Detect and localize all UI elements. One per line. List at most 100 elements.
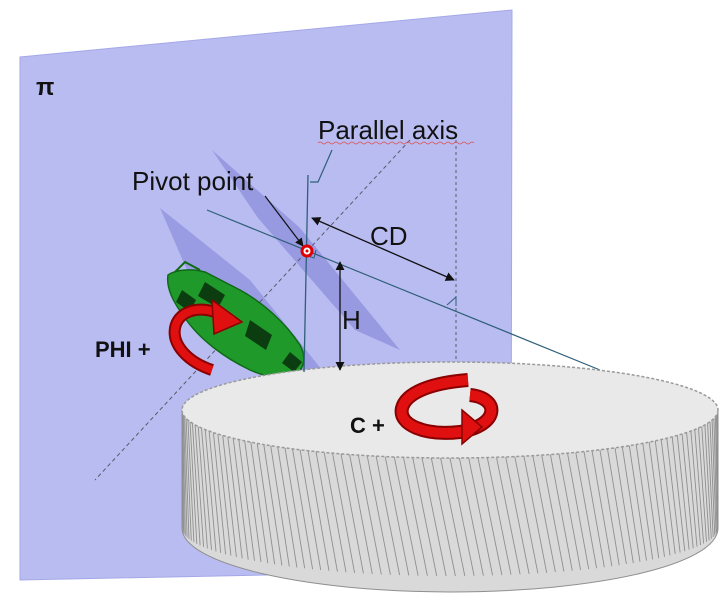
gear-tooth-line (250, 442, 269, 564)
gear-tooth-line (575, 452, 598, 569)
gear-tooth-line (642, 443, 660, 559)
gear-tooth-line (421, 457, 447, 577)
gear-tooth-line (654, 440, 671, 556)
gear-tooth-line (263, 444, 283, 566)
gear-tooth-line (558, 453, 582, 570)
gear-tooth-line (505, 456, 530, 574)
gear-top-face (181, 361, 719, 459)
gear-tooth-line (496, 457, 521, 575)
gear-tooth-line (232, 438, 249, 560)
gear-tooth-line (614, 447, 634, 564)
cd-dimension-arrow (311, 217, 455, 281)
gear-tooth-line (393, 456, 419, 576)
gear-tooth-line (191, 423, 201, 546)
gear-tooth-line (440, 457, 466, 576)
gear-tooth-line (686, 432, 698, 547)
gear-tooth-line (583, 451, 605, 568)
gear-tooth-line (523, 456, 548, 573)
pivot-point-label: Pivot point (132, 166, 254, 196)
gear-tooth-line (676, 435, 690, 550)
parallel-axis-label: Parallel axis (318, 115, 458, 145)
gear-tooth-line (277, 446, 298, 568)
gear-tooth-line (340, 453, 364, 574)
gear-tooth-line (375, 456, 401, 576)
c-rotation-arrow (394, 373, 499, 446)
gear-tooth-line (403, 457, 428, 576)
phi-rotation-arrow (168, 298, 244, 376)
gear-tooth-line (222, 435, 237, 558)
gear-tooth-line (366, 455, 391, 575)
gear-tooth-line (567, 453, 590, 570)
spellcheck-underline (317, 141, 475, 145)
gear-tooth-line (307, 450, 330, 571)
gear-tooth-line (244, 440, 262, 563)
gear-tooth-line (227, 436, 243, 559)
gear-tooth-line (458, 457, 484, 576)
gear-tooth-line (607, 448, 627, 565)
gear-tooth-line (468, 457, 494, 576)
gear-tooth-line (648, 442, 665, 557)
gear-tooth-line (208, 430, 222, 553)
gear-tooth-line (713, 418, 718, 533)
gear-tooth-line (185, 418, 192, 541)
h-label: H (342, 305, 361, 335)
gear-tooth-line (201, 427, 212, 550)
gear-tooth-line (621, 446, 641, 562)
helical-gear (181, 361, 719, 593)
right-angle-marker-far (446, 295, 457, 306)
gear-tooth-line (591, 450, 613, 567)
gear-tooth-line (698, 427, 707, 542)
gear-tooth-line (187, 419, 195, 543)
gear-tooth-line (182, 413, 186, 536)
phi-label: PHI + (95, 337, 151, 362)
gear-tooth-line (599, 449, 620, 566)
gear-tooth-line (204, 429, 217, 552)
plane-label: π (36, 74, 54, 101)
gear-tooth-line (532, 455, 556, 573)
gear-tooth-line (704, 424, 712, 539)
gear-tooth-line (189, 421, 198, 544)
gear-tooth-line (412, 457, 438, 576)
gear-tooth-line (430, 457, 456, 577)
gear-tooth-line (270, 445, 290, 567)
gear-tooth-line (183, 414, 188, 538)
gear-tooth-line (666, 438, 681, 553)
gear-tooth-line (486, 457, 512, 575)
gear-tooth-line (256, 443, 276, 565)
gear-tooth-line (714, 416, 719, 531)
gear-tooth-line (212, 432, 227, 555)
gear-tooth-line (628, 445, 647, 561)
gear-tooth-line (681, 433, 694, 549)
parallel-axis-leader (310, 149, 333, 183)
pivot-leader (264, 195, 304, 247)
reference-axis-line (206, 209, 601, 371)
gear-tooth-line (709, 421, 716, 536)
gear-tooth-line (197, 426, 208, 549)
gear-tooth-line (238, 439, 255, 561)
gear-tooth-line (284, 447, 306, 569)
gear-tooth-line (514, 456, 539, 574)
gear-tooth-line (292, 448, 314, 570)
gear-tooth-line (315, 451, 338, 572)
tool-axis-line (303, 174, 309, 373)
gear-tooth-line (357, 455, 382, 575)
gear-tooth-line (690, 430, 701, 546)
gear-tooth-line (299, 449, 322, 571)
gear-tooth-line (635, 444, 654, 560)
gear-tooth-line (671, 436, 686, 552)
gear-tooth-line (323, 452, 347, 573)
gear-tooth-line (194, 424, 205, 547)
gear-tooth-line (349, 454, 373, 574)
gear-tooth-line (694, 429, 705, 544)
gear-tooth-line (477, 457, 503, 576)
gear-tooth-line (384, 456, 410, 576)
gear-tooth-line (707, 423, 714, 538)
gear-tooth-line (541, 455, 565, 572)
gear-tooth-line (449, 457, 475, 576)
cd-label: CD (370, 221, 408, 251)
gear-tooth-line (184, 416, 190, 539)
gear-tooth-line (660, 439, 676, 555)
gear-tooth-line (181, 411, 185, 535)
